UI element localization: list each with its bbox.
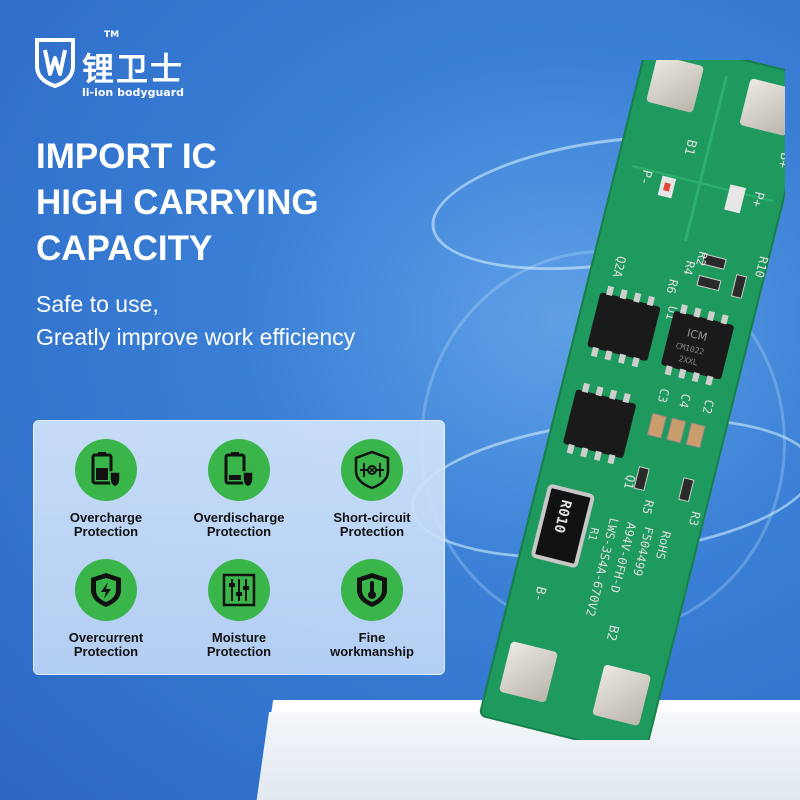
lightning-shield-icon [75,559,137,621]
ic-chip [661,311,734,380]
mosfet-chip [587,292,661,361]
feature-label: Fine [358,630,386,645]
smd-capacitor [646,412,667,439]
feature-label: workmanship [330,644,414,659]
solder-pad [646,60,704,113]
feature-moisture: Moisture Protection [174,559,304,659]
trademark: TM [104,30,120,40]
pcb-trace [683,75,728,242]
pcb-label: C2 [699,398,716,415]
headline: IMPORT IC HIGH CARRYING CAPACITY [36,134,319,272]
feature-label: Overdischarge [193,510,285,525]
smd-resistor [678,477,695,503]
feature-overcurrent: Overcurrent Protection [41,559,171,659]
battery-shield-icon [75,439,137,501]
feature-label: Protection [73,524,139,539]
feature-workmanship: Fine workmanship [307,559,437,659]
circuit-icon [341,439,403,501]
feature-overdischarge: Overdischarge Protection [174,439,304,539]
feature-label: Protection [206,644,272,659]
sliders-icon [208,559,270,621]
feature-label: Moisture [211,630,267,645]
subheadline-line: Safe to use, [36,291,159,317]
feature-label: Overcharge [69,510,143,525]
headline-line: CAPACITY [36,229,213,268]
solder-pad [740,78,785,136]
feature-label: Protection [206,524,272,539]
feature-overcharge: Overcharge Protection [41,439,171,539]
shield-logo-icon [35,38,75,88]
pcb-label: R3 [686,510,703,527]
pcb-label: R6 [663,278,680,295]
battery-low-shield-icon [208,439,270,501]
feature-label: Short-circuit [333,510,411,525]
brand-logo: TM 锂卫士 li-ion bodyguard [34,30,204,100]
smd-resistor [701,253,727,270]
chip-marking: ICM [686,326,709,344]
pcb-label: P- [636,168,654,187]
pcb-label: B- [530,585,548,604]
headline-line: HIGH CARRYING [36,183,319,222]
feature-label: Protection [73,644,139,659]
smd-capacitor [685,422,706,449]
pcb-label: B+ [774,151,785,170]
mosfet-chip [563,389,636,458]
pcb-label: R1 [585,526,601,542]
pcb-label: R4 [680,259,697,276]
shunt-resistor [531,484,595,568]
solder-pad [592,664,651,726]
pcb-label: C4 [676,392,693,409]
feature-label: Protection [339,524,405,539]
pcb-label: B1 [681,138,699,157]
pcb-label: Q2A [610,254,629,279]
pcb-label: R5 [639,498,656,515]
subheadline: Safe to use, Greatly improve work effici… [36,288,355,354]
smd-resistor [696,274,722,292]
pcb-label: R2 [693,250,710,267]
led-pad [724,184,746,214]
pcb-label: P+ [748,190,766,209]
resistor-marking: R010 [550,498,574,535]
thermometer-shield-icon [341,559,403,621]
smd-resistor [633,466,650,492]
pcb-board: B1 B+ P- P+ R4 R2 R10 R6 Q2A U1 [479,60,785,740]
led-pad [663,182,671,192]
features-panel: Overcharge Protection Overdischarge Prot… [33,420,445,675]
pcb-label: C3 [655,387,672,404]
feature-short-circuit: Short-circuit Protection [307,439,437,539]
pcb-label: R10 [752,255,771,279]
headline-line: IMPORT IC [36,137,217,176]
smd-resistor [730,273,748,299]
feature-label: Overcurrent [68,630,144,645]
subheadline-line: Greatly improve work efficiency [36,324,356,350]
rohs-mark: RoHS [653,529,674,560]
pcb-label: Q1 [621,473,638,490]
solder-pad [499,641,558,703]
brand-name: 锂卫士 [82,50,185,88]
pcb-substrate [479,60,785,740]
brand-tagline: li-ion bodyguard [82,86,184,99]
pcb-label: B2 [603,623,621,642]
pcb-trace [631,164,773,202]
smd-capacitor [666,417,687,444]
